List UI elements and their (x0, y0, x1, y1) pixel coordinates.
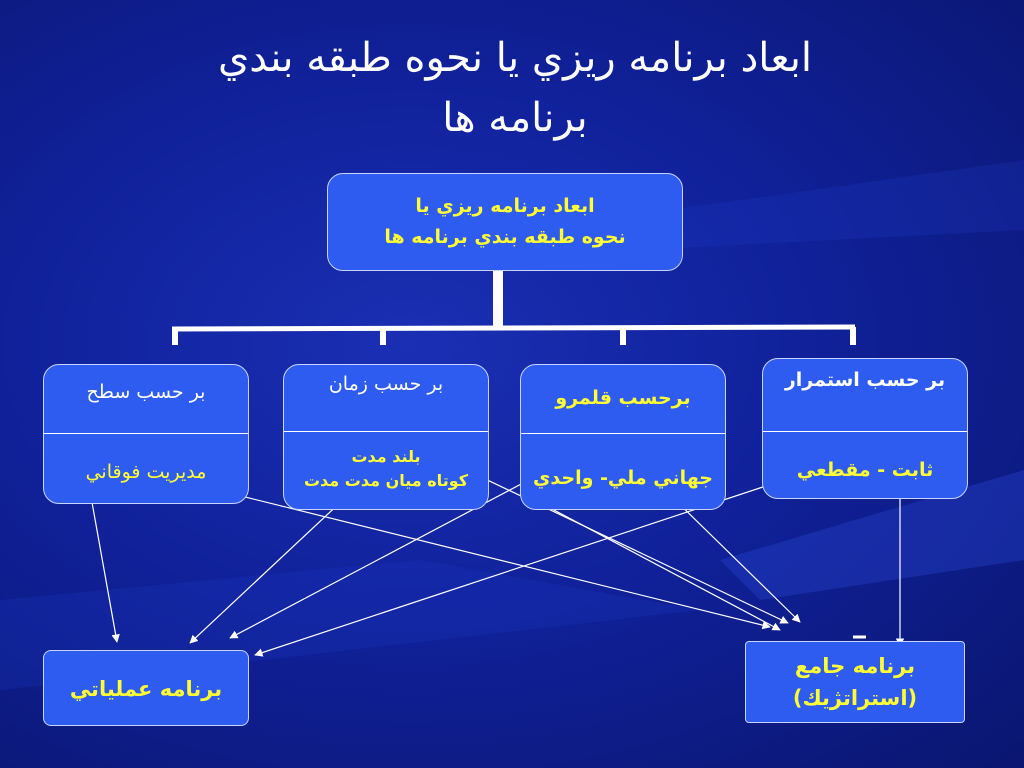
tree-bracket (171, 271, 856, 345)
divider (284, 431, 488, 432)
title-line-1: ابعاد برنامه ريزي يا نحوه طبقه بندي (217, 35, 813, 81)
root-line-2: نحوه طبقه بندي برنامه ها (384, 226, 626, 248)
category-level-heading: بر حسب سطح (86, 381, 206, 403)
root-line-1: ابعاد برنامه ريزي يا (415, 195, 595, 217)
strategic-plan-line-2: (استراتژيك) (792, 686, 918, 710)
strategic-plan-line-1: برنامه جامع (794, 654, 916, 678)
slide-title: ابعاد برنامه ريزي يا نحوه طبقه بندي برنا… (80, 28, 950, 148)
strategic-plan-box: برنامه جامع (استراتژيك) (745, 641, 965, 723)
category-level-box: بر حسب سطح مديريت فوقاني (43, 364, 249, 504)
category-continuity-heading: بر حسب استمرار (784, 369, 946, 391)
category-level-value: مديريت فوقاني (85, 461, 207, 483)
category-time-value-2: كوتاه ميان مدت مدت (303, 471, 469, 490)
category-time-value-1: بلند مدت (351, 447, 421, 466)
category-continuity-box: بر حسب استمرار ثابت - مقطعي (762, 358, 968, 499)
divider (763, 431, 967, 432)
title-line-2: برنامه ها (442, 95, 588, 141)
divider (521, 433, 725, 434)
category-time-box: بر حسب زمان بلند مدت كوتاه ميان مدت مدت (283, 364, 489, 510)
operational-plan-box: برنامه عملياتي (43, 650, 249, 726)
divider (44, 433, 248, 434)
category-continuity-value: ثابت - مقطعي (796, 459, 934, 481)
root-box: ابعاد برنامه ريزي يا نحوه طبقه بندي برنا… (327, 173, 683, 271)
category-scope-heading: برحسب قلمرو (555, 387, 691, 409)
category-time-heading: بر حسب زمان (328, 373, 444, 395)
operational-plan-label: برنامه عملياتي (69, 677, 223, 701)
category-scope-box: برحسب قلمرو جهاني ملي- واحدي (520, 364, 726, 510)
category-scope-value: جهاني ملي- واحدي (533, 467, 713, 489)
